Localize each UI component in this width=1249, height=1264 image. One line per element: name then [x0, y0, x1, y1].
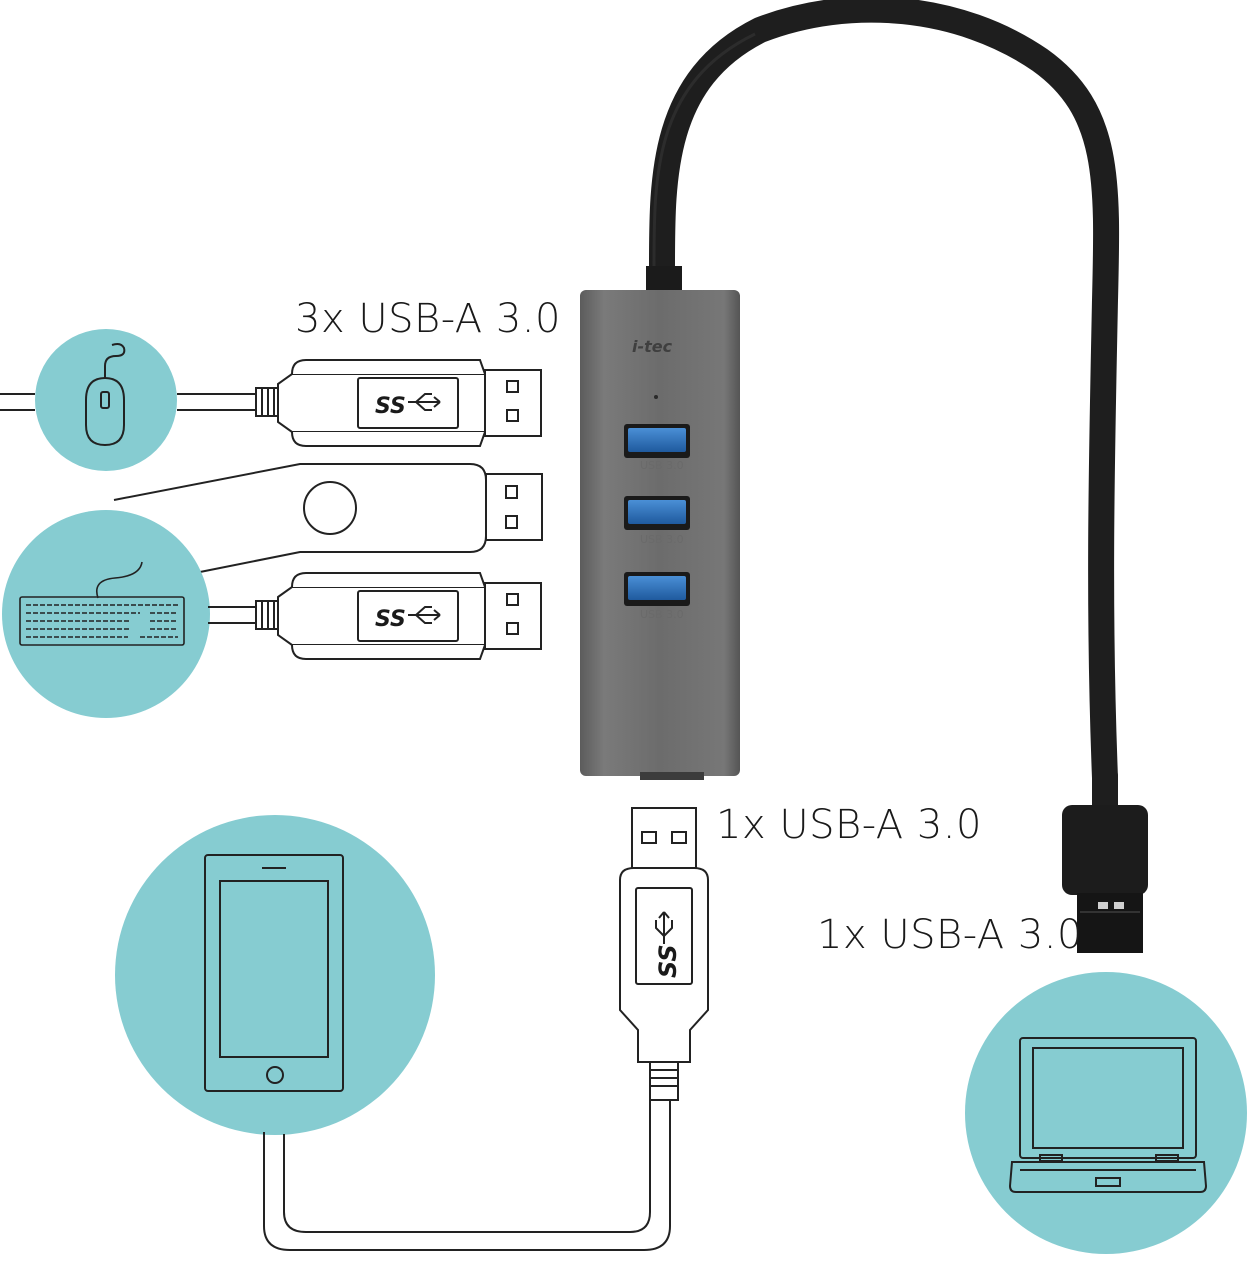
hub-port-3: USB 3.0 [624, 572, 690, 621]
hub-port-2: USB 3.0 [624, 496, 690, 546]
hub-body [580, 290, 740, 776]
hub-strain-relief [646, 266, 682, 294]
hub-port-label: USB 3.0 [640, 533, 684, 546]
hub-bottom-port [640, 772, 704, 780]
hub-cable [648, 0, 1120, 791]
hub-port-label: USB 3.0 [640, 459, 684, 472]
mouse-icon [85, 343, 126, 447]
usb-plug-keyboard: SS [255, 572, 542, 660]
usb-plug-mouse: SS [255, 359, 542, 447]
hub-led [654, 395, 658, 399]
keyboard-cable [208, 606, 258, 624]
flash-drive-ring [303, 481, 357, 535]
hub-brand: i-tec [632, 337, 673, 356]
smartphone-icon [204, 854, 344, 1092]
superspeed-mark: SS [375, 607, 406, 632]
host-usb-a-plug [1062, 770, 1148, 953]
host-plug-label: 1x USB-A 3.0 [817, 912, 1083, 958]
usb-hub: i-tec USB 3.0 USB 3.0 USB 3.0 [580, 266, 740, 780]
keyboard-icon [19, 561, 185, 646]
usb-a-plug: SS [619, 807, 709, 1101]
laptop-icon [1008, 1037, 1208, 1193]
flash-drive [113, 463, 543, 573]
mouse-device [35, 329, 177, 471]
keyboard-device [2, 510, 210, 718]
phone-cable [263, 1100, 671, 1251]
mouse-cable [0, 393, 258, 411]
laptop-device [965, 972, 1247, 1254]
superspeed-mark: SS [375, 394, 406, 419]
usb-a-plug-label: 1x USB-A 3.0 [716, 802, 982, 848]
hub-ports-label: 3x USB-A 3.0 [295, 296, 561, 342]
smartphone-device [115, 815, 435, 1135]
superspeed-mark: SS [654, 944, 682, 978]
hub-port-label: USB 3.0 [640, 608, 684, 621]
hub-port-1: USB 3.0 [624, 424, 690, 472]
